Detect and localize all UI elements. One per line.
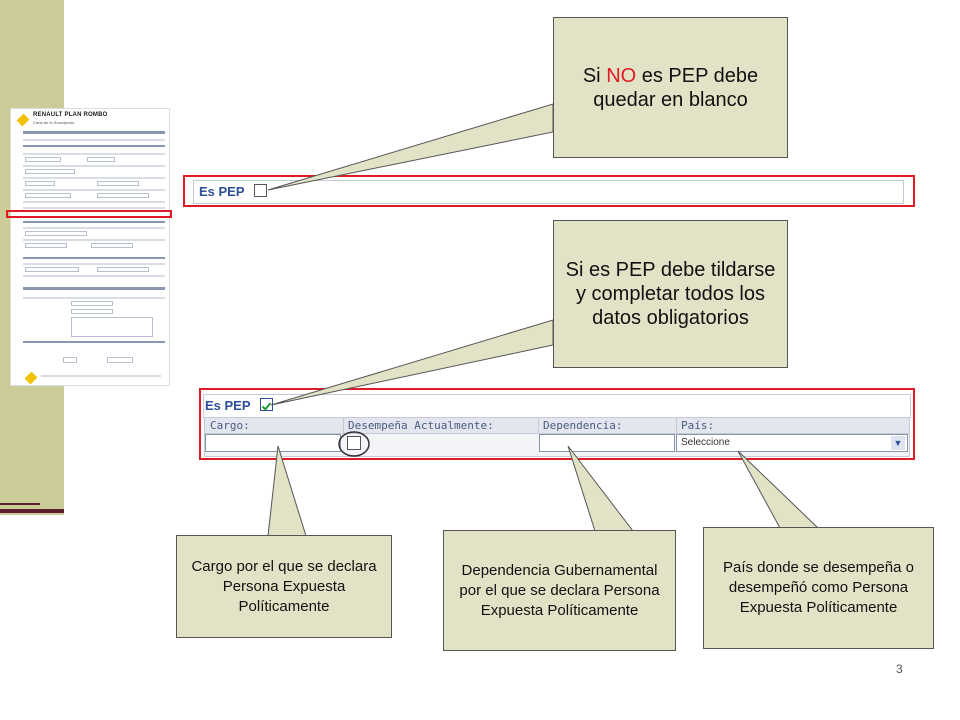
thumb-button [107, 357, 133, 363]
thumb-field [71, 317, 153, 337]
thumb-footer [41, 375, 161, 377]
thumb-row [23, 139, 165, 141]
desempena-checkbox[interactable] [347, 436, 361, 450]
pointer-pais [737, 450, 820, 529]
thumb-row [23, 275, 165, 277]
thumb-row [23, 227, 165, 229]
thumb-field [25, 231, 87, 236]
thumb-section-bar [23, 257, 165, 259]
thumb-field [71, 309, 113, 314]
thumb-section-bar [23, 341, 165, 343]
thumbnail-subtitle: Carta de la Suscripción [33, 120, 75, 125]
thumb-row [23, 263, 165, 265]
pointer-yes-pep [270, 319, 554, 406]
thumb-section-bar [23, 145, 165, 147]
thumb-field [25, 193, 71, 198]
cargo-input[interactable] [205, 434, 341, 452]
pep-label: Es PEP [205, 398, 251, 413]
dependencia-input[interactable] [539, 434, 675, 452]
pointer-dependencia [567, 445, 635, 532]
pointer-no-pep [267, 103, 554, 191]
thumb-row [23, 239, 165, 241]
chevron-down-icon: ▼ [891, 436, 905, 450]
thumb-field [25, 157, 61, 162]
pointer-cargo [267, 445, 307, 537]
page-number: 3 [896, 662, 903, 676]
thumb-row [23, 165, 165, 167]
callout-pais-text: País donde se desempeña o desempeñó como… [723, 559, 914, 616]
column-separator [343, 418, 344, 434]
thumb-row [23, 153, 165, 155]
highlight-ring [338, 431, 370, 457]
callout-cargo-text: Cargo por el que se declara Persona Expu… [191, 557, 377, 615]
checkmark-icon [261, 402, 272, 411]
thumb-row [23, 207, 165, 209]
column-desempena: Desempeña Actualmente: [348, 419, 494, 432]
thumb-field [97, 181, 139, 186]
thumb-field [25, 169, 75, 174]
column-separator [538, 418, 539, 434]
thumbnail-highlight [6, 210, 172, 218]
callout-yes-pep: Si es PEP debe tildarse y completar todo… [553, 220, 788, 368]
callout-no-pep-rest: es PEP debe quedar en blanco [593, 64, 759, 111]
thumb-field [97, 193, 149, 198]
callout-pais: País donde se desempeña o desempeñó como… [703, 527, 934, 649]
callout-no-pep: Si NO es PEP debe quedar en blanco [553, 17, 788, 158]
form-thumbnail: RENAULT PLAN ROMBO Carta de la Suscripci… [10, 108, 170, 386]
pais-select[interactable]: Seleccione ▼ [676, 434, 908, 452]
pep-row-checked [203, 394, 911, 418]
callout-yes-pep-text: Si es PEP debe tildarse y completar todo… [565, 259, 776, 329]
column-pais: País: [681, 419, 715, 432]
thumbnail-brand: RENAULT PLAN ROMBO [33, 112, 108, 118]
callout-cargo: Cargo por el que se declara Persona Expu… [176, 535, 392, 638]
thumb-section-bar [23, 287, 165, 290]
highlight-frame-checked [199, 388, 915, 460]
highlight-frame-unchecked [183, 175, 915, 207]
thumb-field [25, 267, 79, 272]
thumb-row [23, 189, 165, 191]
column-dependencia: Dependencia: [543, 419, 623, 432]
pep-row-unchecked [193, 180, 904, 204]
thumb-field [91, 243, 133, 248]
thumb-field [87, 157, 115, 162]
thumb-row [23, 201, 165, 203]
callout-no-pep-prefix: Si [582, 64, 607, 87]
thumb-field [97, 267, 149, 272]
column-separator [676, 418, 677, 434]
callout-dependencia: Dependencia Gubernamental por el que se … [443, 530, 676, 651]
pep-checkbox-unchecked[interactable] [254, 184, 267, 197]
thumb-section-bar [23, 131, 165, 134]
thumb-field [25, 181, 55, 186]
thumb-field [71, 301, 113, 306]
thumb-section-bar [23, 221, 165, 223]
column-cargo: Cargo: [210, 419, 250, 432]
thumb-row [23, 177, 165, 179]
thumb-button [63, 357, 77, 363]
callout-dependencia-text: Dependencia Gubernamental por el que se … [459, 561, 660, 619]
pep-label: Es PEP [199, 184, 245, 199]
thumb-field [25, 243, 67, 248]
sidebar-divider [0, 509, 64, 513]
callout-no-pep-emphasis: NO [606, 64, 637, 87]
pais-select-value: Seleccione [681, 437, 730, 448]
pep-checkbox-checked[interactable] [260, 398, 273, 411]
sidebar-divider-thin [0, 503, 40, 505]
thumb-row [23, 297, 165, 299]
